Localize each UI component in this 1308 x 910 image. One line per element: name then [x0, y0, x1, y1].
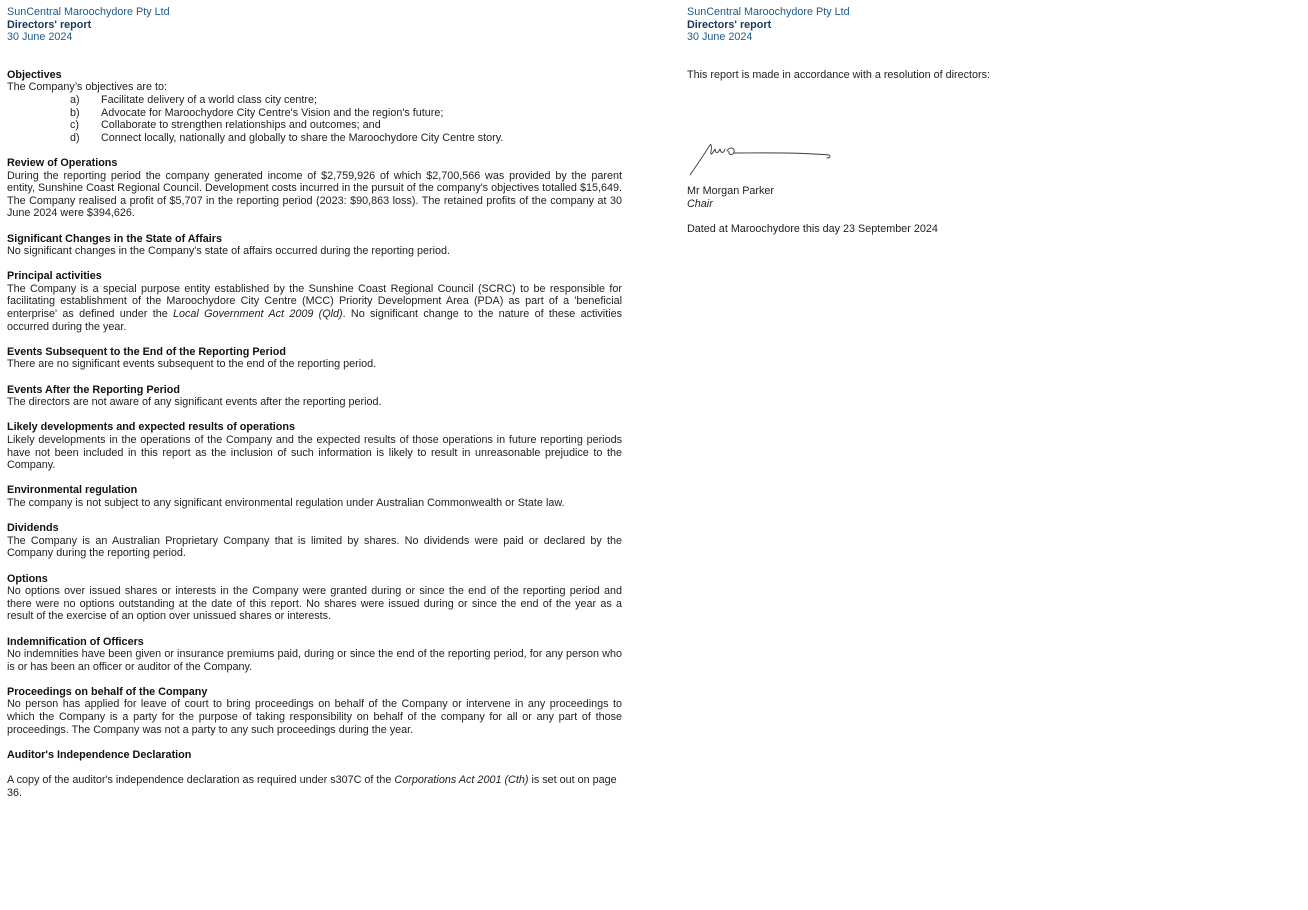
report-date: 30 June 2024	[7, 31, 73, 44]
section-text: A copy of the auditor's independence dec…	[7, 774, 622, 799]
right-page: SunCentral Maroochydore Pty Ltd Director…	[687, 6, 1287, 235]
review-section: Review of Operations During the reportin…	[7, 157, 622, 220]
section-text: The company is not subject to any signif…	[7, 496, 565, 509]
list-item-text: Advocate for Maroochydore City Centre's …	[101, 106, 444, 119]
section-title: Principal activities	[7, 270, 102, 283]
text-part: is set out on page 36.	[7, 774, 617, 799]
objectives-list: a) Facilitate delivery of a world class …	[7, 94, 622, 144]
text-part: . No significant change to the nature of…	[7, 308, 622, 333]
company-name: SunCentral Maroochydore Pty Ltd	[687, 6, 850, 18]
act-citation: Corporations Act 2001 (Cth)	[394, 774, 529, 787]
list-item: b) Advocate for Maroochydore City Centre…	[7, 107, 622, 120]
left-page: SunCentral Maroochydore Pty Ltd Director…	[7, 6, 622, 812]
section-text: The Company is an Australian Proprietary…	[7, 534, 622, 560]
section-title: Significant Changes in the State of Affa…	[7, 232, 222, 245]
section-title: Options	[7, 572, 48, 585]
section-title: Review of Operations	[7, 156, 118, 169]
dividends-section: Dividends The Company is an Australian P…	[7, 522, 622, 560]
section-title: Objectives	[7, 68, 62, 81]
section-title: Proceedings on behalf of the Company	[7, 685, 208, 698]
section-text: No person has applied for leave of court…	[7, 698, 622, 736]
right-header: SunCentral Maroochydore Pty Ltd Director…	[687, 6, 1287, 44]
report-title: Directors' report	[687, 18, 772, 31]
list-item-letter: d)	[70, 131, 80, 144]
objectives-intro: The Company’s objectives are to:	[7, 81, 168, 94]
section-text: The Company is a special purpose entity …	[7, 283, 622, 333]
company-name: SunCentral Maroochydore Pty Ltd	[7, 6, 170, 18]
section-title: Auditor's Independence Declaration	[7, 748, 192, 761]
dated-statement: Dated at Maroochydore this day 23 Septem…	[687, 222, 938, 235]
section-text: There are no significant events subseque…	[7, 358, 377, 371]
proceedings-section: Proceedings on behalf of the Company No …	[7, 686, 622, 736]
list-item: a) Facilitate delivery of a world class …	[7, 94, 622, 107]
report-date: 30 June 2024	[687, 31, 753, 44]
spacer	[7, 761, 622, 774]
list-item-letter: c)	[70, 119, 79, 132]
likely-section: Likely developments and expected results…	[7, 421, 622, 471]
principal-section: Principal activities The Company is a sp…	[7, 270, 622, 333]
list-item: d) Connect locally, nationally and globa…	[7, 132, 622, 145]
list-item-text: Collaborate to strengthen relationships …	[101, 119, 381, 132]
list-item-letter: b)	[70, 106, 80, 119]
section-text: Likely developments in the operations of…	[7, 434, 622, 472]
section-title: Dividends	[7, 522, 59, 535]
left-header: SunCentral Maroochydore Pty Ltd Director…	[7, 6, 622, 44]
section-title: Events Subsequent to the End of the Repo…	[7, 345, 286, 358]
section-text: No indemnities have been given or insura…	[7, 648, 622, 673]
act-citation: Local Government Act 2009 (Qld)	[173, 308, 343, 321]
text-part: A copy of the auditor's independence dec…	[7, 774, 395, 787]
list-item-text: Connect locally, nationally and globally…	[101, 131, 504, 144]
objectives-section: Objectives The Company’s objectives are …	[7, 69, 622, 145]
signature-image	[689, 144, 831, 176]
options-section: Options No options over issued shares or…	[7, 573, 622, 623]
section-title: Likely developments and expected results…	[7, 421, 295, 434]
list-item-letter: a)	[70, 93, 80, 106]
signatory-name: Mr Morgan Parker	[687, 184, 774, 197]
section-title: Environmental regulation	[7, 484, 138, 497]
report-title: Directors' report	[7, 18, 92, 31]
subsequent-section: Events Subsequent to the End of the Repo…	[7, 346, 622, 371]
changes-section: Significant Changes in the State of Affa…	[7, 233, 622, 258]
text-part: The Company is a special purpose entity …	[7, 282, 622, 321]
environmental-section: Environmental regulation The company is …	[7, 484, 622, 509]
section-text: No significant changes in the Company's …	[7, 245, 450, 258]
list-item: c) Collaborate to strengthen relationshi…	[7, 119, 622, 132]
signatory-role: Chair	[687, 197, 713, 210]
section-text: During the reporting period the company …	[7, 169, 622, 220]
auditor-section: Auditor's Independence Declaration A cop…	[7, 749, 622, 799]
section-title: Indemnification of Officers	[7, 635, 144, 648]
resolution-statement: This report is made in accordance with a…	[687, 68, 991, 81]
list-item-text: Facilitate delivery of a world class cit…	[101, 93, 318, 106]
section-title: Events After the Reporting Period	[7, 383, 180, 396]
section-text: The directors are not aware of any signi…	[7, 396, 382, 409]
after-section: Events After the Reporting Period The di…	[7, 384, 622, 409]
indemnification-section: Indemnification of Officers No indemniti…	[7, 636, 622, 674]
section-text: No options over issued shares or interes…	[7, 585, 622, 623]
